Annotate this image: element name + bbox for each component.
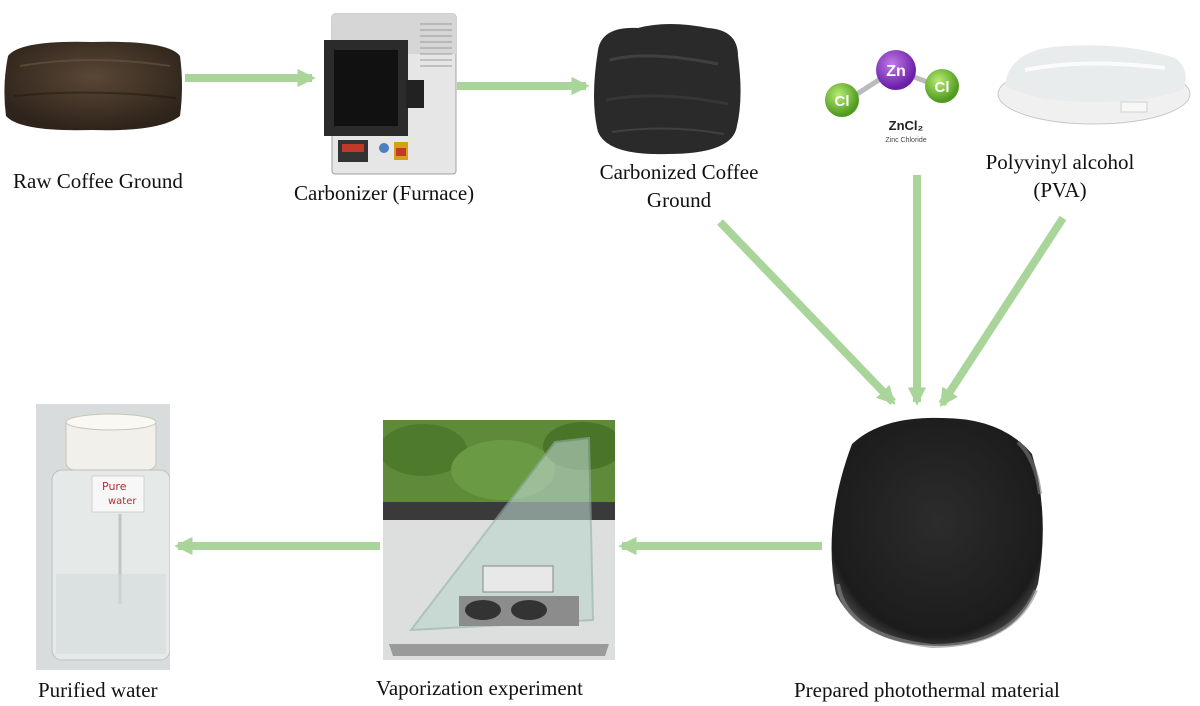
atom-cl-left: Cl <box>835 93 850 110</box>
label-carbonized-line2: Ground <box>646 188 712 212</box>
photothermal-material-image <box>831 417 1043 649</box>
atom-cl-right: Cl <box>935 79 950 96</box>
purified-water-image: Pure water <box>36 404 170 670</box>
label-purified-water: Purified water <box>38 678 158 702</box>
label-pva: Polyvinyl alcohol (PVA) <box>965 148 1155 204</box>
label-prepared-photothermal-material: Prepared photothermal material <box>794 678 1060 702</box>
arrow-pva-to-material <box>938 215 1067 408</box>
arrow-carbonized-to-material <box>717 219 896 405</box>
label-carbonized-coffee-ground: Carbonized Coffee Ground <box>584 158 774 214</box>
zncl2-molecule-image: Cl Zn Cl ZnCl₂ Zinc Chloride <box>825 50 959 144</box>
bottle-label-line2: water <box>108 496 137 507</box>
raw-coffee-image <box>4 41 183 131</box>
pva-image <box>997 45 1191 125</box>
carbonized-coffee-image <box>594 24 741 155</box>
furnace-image <box>324 13 457 175</box>
label-pva-line1: Polyvinyl alcohol <box>985 150 1135 174</box>
zncl2-name: Zinc Chloride <box>885 137 926 144</box>
zncl2-formula: ZnCl₂ <box>889 118 924 133</box>
bottle-label-line1: Pure <box>102 480 127 493</box>
label-carbonized-line1: Carbonized Coffee <box>599 160 759 184</box>
atom-zn: Zn <box>886 63 906 80</box>
label-carbonizer: Carbonizer (Furnace) <box>294 181 475 205</box>
vaporization-experiment-image <box>383 420 615 660</box>
label-pva-line2: (PVA) <box>1033 178 1087 202</box>
label-vaporization-experiment: Vaporization experiment <box>376 676 584 700</box>
label-raw-coffee-ground: Raw Coffee Ground <box>13 169 183 193</box>
